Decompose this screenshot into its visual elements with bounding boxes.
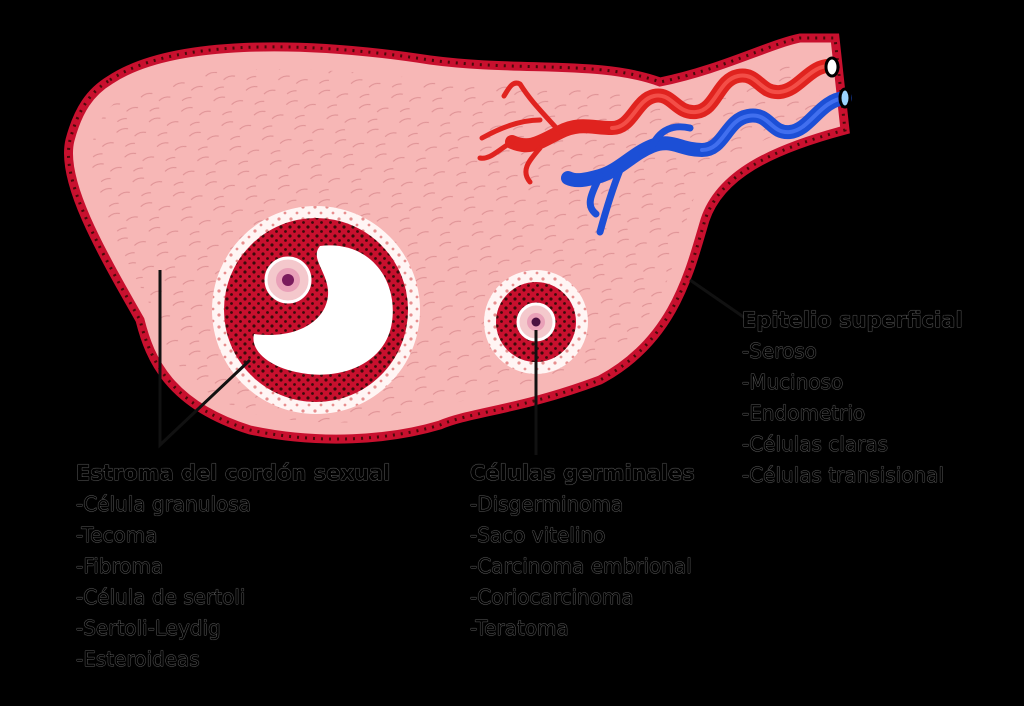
- surface-epithelium-label: Epitelio superficial -Seroso -Mucinoso -…: [742, 305, 963, 491]
- list-item: -Células transisional: [742, 463, 944, 487]
- ovary-body: [64, 33, 850, 444]
- list-item: -Sertoli-Leydig: [76, 616, 221, 640]
- surface-epithelium-list: -Seroso -Mucinoso -Endometrio -Células c…: [742, 336, 963, 491]
- list-item: -Tecoma: [76, 523, 158, 547]
- list-item: -Célula de sertoli: [76, 585, 246, 609]
- list-item: -Seroso: [742, 339, 817, 363]
- germ-cells-heading: Células germinales: [470, 461, 695, 485]
- leader-line-epithelium: [689, 278, 746, 320]
- sex-cord-stroma-list: -Célula granulosa -Tecoma -Fibroma -Célu…: [76, 489, 390, 675]
- surface-epithelium-heading: Epitelio superficial: [742, 308, 963, 332]
- list-item: -Coriocarcinoma: [470, 585, 634, 609]
- sex-cord-stroma-label: Estroma del cordón sexual -Célula granul…: [76, 458, 391, 675]
- list-item: -Saco vitelino: [470, 523, 606, 547]
- list-item: -Teratoma: [470, 616, 569, 640]
- large-follicle: [212, 206, 420, 414]
- leader-line-stroma: [158, 270, 252, 449]
- list-item: -Endometrio: [742, 401, 866, 425]
- list-item: -Fibroma: [76, 554, 164, 578]
- sex-cord-stroma-heading: Estroma del cordón sexual: [76, 461, 391, 485]
- list-item: -Célula granulosa: [76, 492, 251, 516]
- list-item: -Células claras: [742, 432, 889, 456]
- blood-vessels: [477, 56, 852, 236]
- germ-cells-label: Células germinales -Disgerminoma -Saco v…: [470, 458, 695, 644]
- germ-cells-list: -Disgerminoma -Saco vitelino -Carcinoma …: [470, 489, 695, 644]
- list-item: -Carcinoma embrional: [470, 554, 692, 578]
- list-item: -Esteroideas: [76, 647, 200, 671]
- list-item: -Mucinoso: [742, 370, 844, 394]
- small-follicle: [484, 270, 588, 374]
- list-item: -Disgerminoma: [470, 492, 624, 516]
- leader-lines: [158, 270, 746, 455]
